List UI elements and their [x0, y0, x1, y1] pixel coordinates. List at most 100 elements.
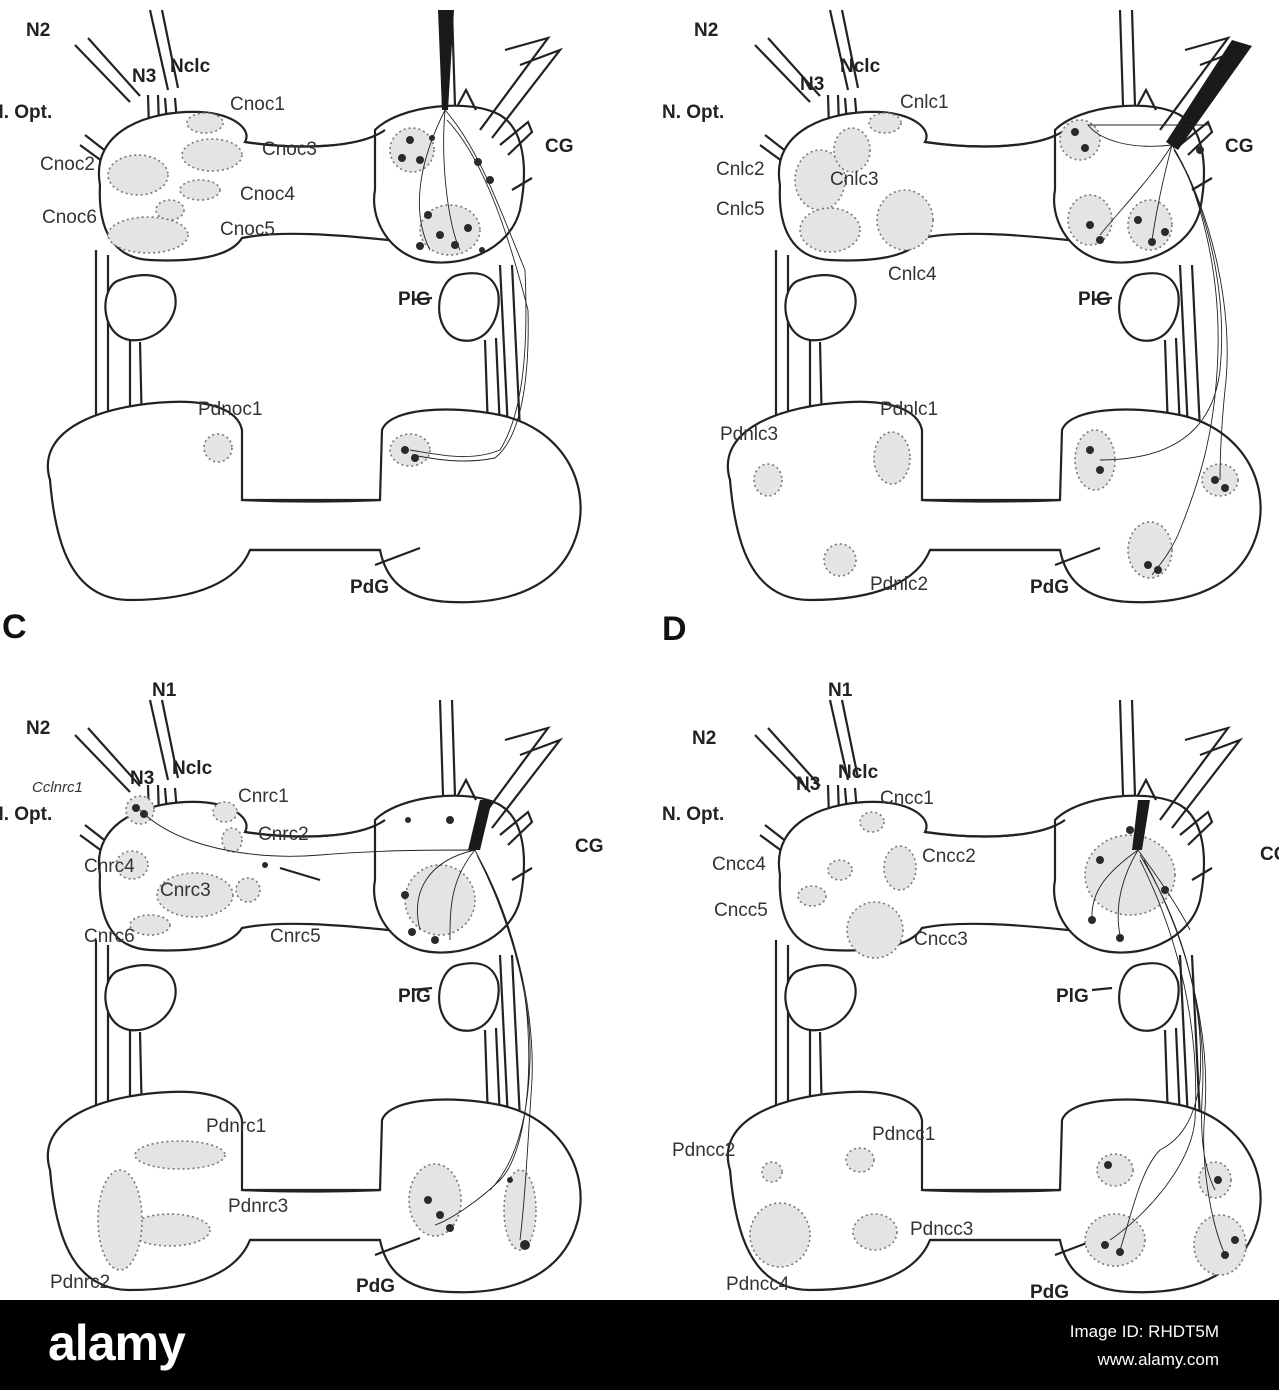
label-cnoc4: Cnoc4	[240, 184, 295, 205]
label-n3: N3	[796, 774, 820, 795]
label-pdncc3: Pdncc3	[910, 1219, 973, 1240]
region-cnlc3	[833, 127, 871, 173]
neuron-diagram-figure: N2 N3 Nclc N. Opt. Cnoc1 Cnoc3 Cnoc2 Cno…	[0, 8, 1279, 1300]
region-right-cg-a	[389, 127, 435, 173]
label-pdncc4: Pdncc4	[726, 1274, 790, 1295]
stained-tract	[1166, 40, 1252, 150]
region-cnlc4	[876, 189, 934, 251]
neuron-fibers	[1091, 849, 1226, 1256]
panel-b: N2 N3 Nclc N. Opt. Cnlc1 Cnlc2 Cnlc3 Cnl…	[662, 8, 1262, 604]
label-nclc: Nclc	[838, 762, 879, 783]
label-pdg: PdG	[356, 1276, 395, 1297]
region-d-pdg-a	[1096, 1153, 1134, 1187]
alamy-logo[interactable]: alamy	[48, 1315, 186, 1371]
region-b-cg-c	[1127, 199, 1173, 251]
label-cg: CG	[1225, 136, 1254, 157]
region-c-pdg-a	[408, 1163, 462, 1237]
label-plg: PlG	[398, 986, 431, 1007]
region-d-cg	[1084, 834, 1176, 916]
region-d-pdg-c	[1084, 1213, 1146, 1267]
label-cg: CG	[545, 136, 574, 157]
label-pdnlc1: Pdnlc1	[880, 399, 938, 420]
label-nclc: Nclc	[170, 56, 211, 77]
region-cnoc5-a	[155, 199, 185, 221]
region-pdnlc1	[873, 431, 911, 485]
region-pdncc1	[845, 1147, 875, 1173]
label-n2: N2	[694, 20, 718, 41]
label-pdnlc3: Pdnlc3	[720, 424, 778, 445]
label-pdg: PdG	[1030, 577, 1069, 598]
label-nclc: Nclc	[840, 56, 881, 77]
label-n-opt: N. Opt.	[662, 102, 724, 123]
label-n1: N1	[828, 680, 853, 701]
neuron-fibers	[1087, 124, 1228, 576]
label-plg: PlG	[1056, 986, 1089, 1007]
label-cnoc3: Cnoc3	[262, 139, 317, 160]
region-b-cg-a	[1059, 119, 1101, 161]
region-pdnlc2	[823, 543, 857, 577]
label-cnoc6: Cnoc6	[42, 207, 97, 228]
label-n-opt: N. Opt.	[662, 804, 724, 825]
label-cnrc4: Cnrc4	[84, 856, 135, 877]
cell-bodies	[1088, 826, 1239, 1259]
label-cncc1: Cncc1	[880, 788, 934, 809]
label-cnoc1: Cnoc1	[230, 94, 285, 115]
label-nclc: Nclc	[172, 758, 213, 779]
label-pdncc2: Pdncc2	[672, 1140, 735, 1161]
label-cnlc3: Cnlc3	[830, 169, 879, 190]
label-cnlc4: Cnlc4	[888, 264, 937, 285]
region-b-pdg-c	[1127, 521, 1173, 579]
label-pdnrc3: Pdnrc3	[228, 1196, 288, 1217]
region-d-pdg-d	[1193, 1214, 1247, 1276]
region-cncc5	[797, 885, 827, 907]
neuron-fibers	[139, 809, 533, 1241]
region-cnlc5	[799, 207, 861, 253]
label-cclnrc1: Cclnrc1	[32, 779, 83, 796]
label-cnrc5: Cnrc5	[270, 926, 321, 947]
region-cnrc6	[129, 914, 171, 936]
region-cnoc4	[179, 179, 221, 201]
region-pdnoc1	[203, 433, 233, 463]
region-cnoc6	[107, 216, 189, 254]
label-cncc5: Cncc5	[714, 900, 768, 921]
stained-tract	[438, 10, 454, 110]
label-cnlc5: Cnlc5	[716, 199, 765, 220]
label-pdnlc2: Pdnlc2	[870, 574, 928, 595]
label-cncc3: Cncc3	[914, 929, 968, 950]
region-cncc4	[827, 859, 853, 881]
region-cncc2	[883, 845, 917, 891]
label-cnrc6: Cnrc6	[84, 926, 135, 947]
site-url-link[interactable]: www.alamy.com	[1097, 1350, 1219, 1369]
label-n1: N1	[152, 680, 177, 701]
region-pdnrc1	[134, 1140, 226, 1170]
region-cnrc3	[156, 872, 234, 918]
label-plg: PlG	[1078, 289, 1111, 310]
panel-letter-c: C	[2, 608, 27, 646]
label-n-opt: N. Opt.	[0, 102, 52, 123]
label-n2: N2	[26, 20, 50, 41]
region-cnrc4	[115, 850, 149, 880]
panel-d: N1 N2 N3 Nclc N. Opt. Cncc1 Cncc4 Cncc2 …	[662, 680, 1279, 1300]
region-cncc3	[846, 901, 904, 959]
region-pdncc3	[852, 1213, 898, 1251]
label-plg: PlG	[398, 289, 431, 310]
label-pdnoc1: Pdnoc1	[198, 399, 262, 420]
label-cnlc2: Cnlc2	[716, 159, 765, 180]
region-cnrc1	[212, 801, 238, 823]
neuron-fibers	[409, 109, 529, 462]
panel-a: N2 N3 Nclc N. Opt. Cnoc1 Cnoc3 Cnoc2 Cno…	[0, 8, 582, 604]
region-pdncc4	[749, 1202, 811, 1268]
region-cnoc3	[181, 138, 243, 172]
label-pdncc1: Pdncc1	[872, 1124, 935, 1145]
label-cg: CG	[1260, 844, 1279, 865]
label-cnoc5: Cnoc5	[220, 219, 275, 240]
region-pdncc2	[761, 1161, 783, 1183]
region-b-cg-b	[1067, 194, 1113, 246]
label-n3: N3	[132, 66, 156, 87]
region-cnrc2	[221, 827, 243, 853]
label-pdnrc1: Pdnrc1	[206, 1116, 266, 1137]
region-pdnrc2	[97, 1169, 143, 1271]
label-cg: CG	[575, 836, 604, 857]
label-cncc2: Cncc2	[922, 846, 976, 867]
region-c-cg	[404, 864, 476, 936]
